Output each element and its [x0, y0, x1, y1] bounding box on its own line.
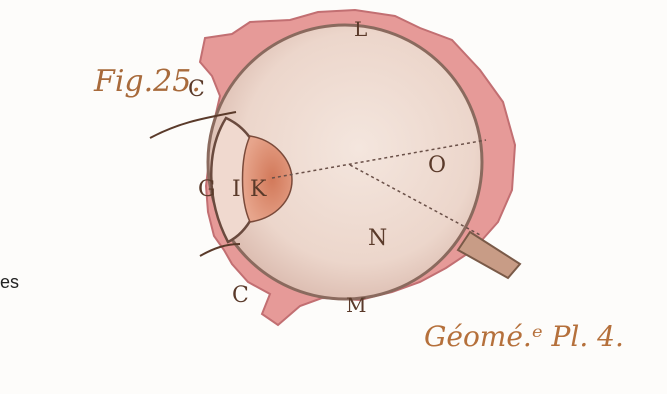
optic-nerve — [458, 232, 520, 278]
label-m: M — [346, 293, 366, 317]
label-c-top: C — [188, 77, 205, 102]
plate-label: Géomé.ᵉ Pl. 4. — [424, 320, 624, 353]
label-o: O — [428, 153, 446, 178]
label-i: I — [232, 177, 241, 202]
label-g: G — [198, 177, 216, 202]
label-k: K — [250, 177, 267, 202]
label-n: N — [368, 226, 387, 251]
label-c-bottom: C — [232, 283, 249, 308]
label-l: L — [354, 17, 367, 41]
